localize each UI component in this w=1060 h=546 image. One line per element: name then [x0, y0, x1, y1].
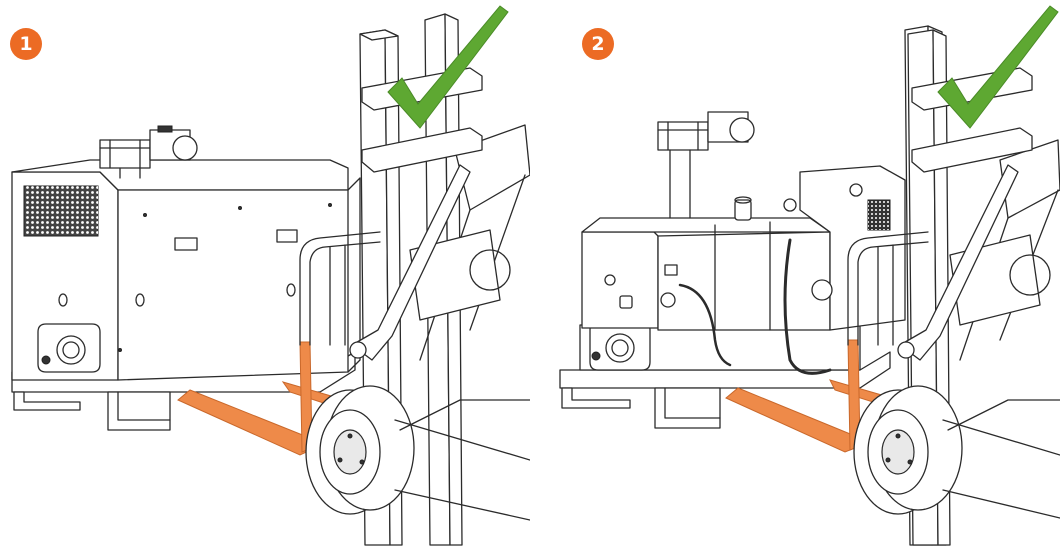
step-1-panel: 1: [10, 5, 530, 546]
step-1-illustration: [11, 5, 530, 546]
steering-wheel: [469, 249, 511, 291]
top-module: [657, 121, 709, 151]
mast-crossbar-mid: [911, 127, 1033, 173]
step-2-panel: 2: [530, 0, 1060, 546]
tilt-cylinder: [899, 164, 1019, 361]
skid-foot-left: [13, 391, 81, 411]
approved-check-icon: [937, 5, 1059, 129]
pump-top: [581, 217, 831, 233]
pump-side: [657, 231, 831, 331]
pump-front: [581, 231, 659, 329]
carriage-guard: [299, 231, 381, 346]
steering-area: [409, 229, 501, 321]
top-module: [99, 139, 151, 169]
mast-crossbar-mid: [361, 127, 483, 173]
handle-2: [276, 229, 298, 243]
enclosure-side: [117, 189, 349, 381]
steering-wheel: [1009, 254, 1051, 296]
tilt-cylinder: [351, 164, 471, 361]
approved-check-icon: [387, 5, 509, 129]
carriage-guard: [847, 231, 929, 346]
fork-left: [177, 389, 316, 456]
handle-1: [174, 237, 198, 251]
wheel-hub: [881, 429, 915, 475]
step-number-badge: 1: [10, 28, 42, 60]
step-number-badge: 2: [582, 28, 614, 60]
hose-1: [783, 238, 832, 375]
filler-cap: [734, 199, 752, 221]
step-2-illustration: [559, 5, 1060, 546]
fork-left: [725, 387, 861, 453]
wheel-hub: [333, 429, 367, 475]
